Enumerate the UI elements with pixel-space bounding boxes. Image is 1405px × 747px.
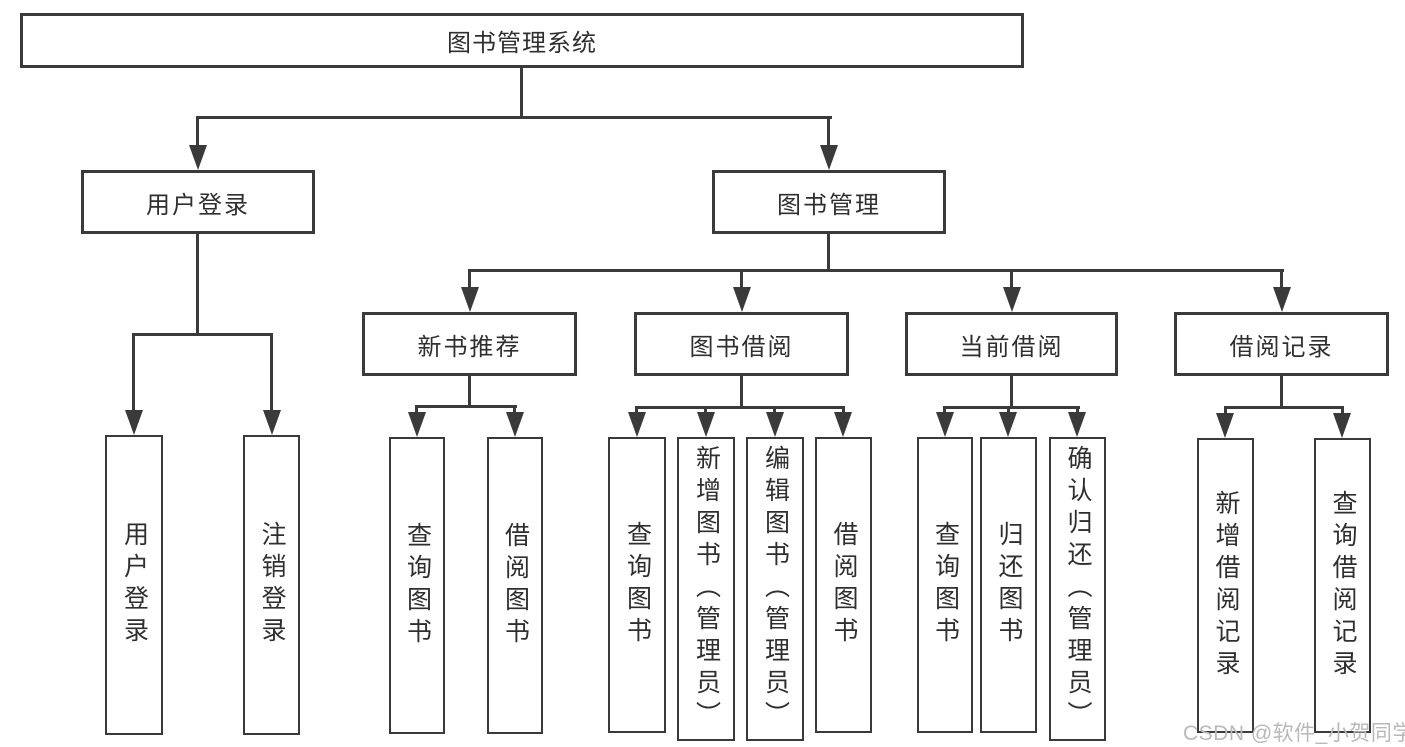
node-borrow-edit-books-admin: 编辑图书（管理员） — [746, 437, 804, 741]
connector-line — [1224, 406, 1227, 415]
connector-line — [827, 116, 830, 147]
node-records-query-record: 查询借阅记录 — [1314, 438, 1371, 733]
arrow-down-icon — [697, 412, 715, 437]
node-label: 用户登录 — [120, 521, 149, 649]
node-current-query-books: 查询图书 — [917, 437, 973, 733]
node-label: 确认归还（管理员） — [1064, 445, 1092, 733]
node-label: 归还图书 — [995, 521, 1023, 649]
node-records-add-record: 新增借阅记录 — [1197, 438, 1254, 733]
connector-line — [827, 234, 830, 272]
connector-line — [132, 333, 135, 412]
connector-line — [1007, 406, 1010, 414]
connector-line — [520, 68, 523, 119]
arrow-down-icon — [834, 412, 852, 437]
connector-line — [196, 116, 832, 119]
node-login-logout: 注销登录 — [243, 435, 300, 735]
connector-line — [1280, 376, 1283, 409]
node-label: 新书推荐 — [417, 333, 522, 361]
node-current-return-books: 归还图书 — [980, 437, 1037, 733]
connector-line — [270, 333, 273, 412]
node-label: 查询借阅记录 — [1329, 489, 1357, 682]
arrow-down-icon — [766, 412, 784, 437]
node-recommend-query-books: 查询图书 — [389, 437, 445, 734]
node-label: 当前借阅 — [959, 333, 1064, 361]
connector-line — [513, 405, 516, 414]
node-label: 注销登录 — [258, 521, 286, 649]
connector-line — [1280, 269, 1283, 289]
node-current-borrow: 当前借阅 — [905, 312, 1118, 376]
arrow-down-icon — [733, 287, 751, 312]
node-label: 新增图书（管理员） — [692, 445, 721, 733]
connector-line — [635, 406, 638, 414]
connector-line — [1010, 269, 1013, 289]
arrow-down-icon — [936, 412, 954, 437]
connector-line — [415, 405, 517, 408]
arrow-down-icon — [189, 145, 207, 170]
node-borrow-query-books: 查询图书 — [608, 437, 666, 733]
connector-line — [943, 406, 1080, 409]
node-label: 查询图书 — [623, 521, 652, 649]
node-label: 查询图书 — [931, 521, 960, 649]
node-new-book-recommend: 新书推荐 — [362, 312, 577, 376]
node-label: 用户登录 — [146, 191, 250, 219]
node-borrow-add-books-admin: 新增图书（管理员） — [677, 437, 735, 741]
node-borrow-borrow-books: 借阅图书 — [815, 437, 872, 733]
node-label: 图书管理 — [777, 191, 881, 219]
connector-line — [132, 333, 273, 336]
arrow-down-icon — [1068, 412, 1086, 437]
node-login-user-login: 用户登录 — [105, 435, 163, 735]
connector-line — [1224, 406, 1344, 409]
node-book-management: 图书管理 — [712, 170, 946, 234]
node-borrow-records: 借阅记录 — [1174, 312, 1389, 376]
node-library-system: 图书管理系统 — [20, 13, 1024, 68]
node-label: 借阅记录 — [1229, 333, 1334, 361]
node-label: 查询图书 — [403, 521, 432, 650]
connector-line — [468, 269, 1284, 272]
connector-line — [740, 269, 743, 289]
node-label: 图书借阅 — [689, 333, 794, 361]
connector-line — [1341, 406, 1344, 415]
arrow-down-icon — [820, 145, 838, 170]
arrow-down-icon — [461, 287, 479, 312]
connector-line — [740, 376, 743, 409]
node-current-confirm-return-admin: 确认归还（管理员） — [1049, 437, 1106, 741]
connector-line — [468, 269, 471, 289]
connector-line — [1010, 376, 1013, 409]
connector-line — [773, 406, 776, 414]
arrow-down-icon — [263, 410, 281, 435]
arrow-down-icon — [1333, 413, 1351, 438]
watermark: CSDN @软件_小贺同学 — [1183, 722, 1405, 745]
arrow-down-icon — [506, 412, 524, 437]
node-label: 新增借阅记录 — [1212, 489, 1240, 682]
node-label: 借阅图书 — [830, 521, 858, 649]
node-label: 编辑图书（管理员） — [761, 445, 790, 733]
connector-line — [635, 406, 845, 409]
connector-line — [415, 405, 418, 414]
arrow-down-icon — [408, 412, 426, 437]
node-label: 图书管理系统 — [447, 30, 597, 57]
connector-line — [842, 406, 845, 414]
arrow-down-icon — [628, 412, 646, 437]
arrow-down-icon — [1003, 287, 1021, 312]
node-recommend-borrow-books: 借阅图书 — [487, 437, 543, 734]
node-user-login: 用户登录 — [81, 170, 315, 234]
arrow-down-icon — [1273, 287, 1291, 312]
node-label: 借阅图书 — [501, 521, 530, 650]
arrow-down-icon — [1216, 413, 1234, 438]
connector-line — [1076, 406, 1079, 414]
connector-line — [196, 234, 199, 336]
connector-line — [468, 376, 471, 408]
node-book-borrow: 图书借阅 — [634, 312, 849, 376]
connector-line — [704, 406, 707, 414]
connector-line — [196, 116, 199, 147]
arrow-down-icon — [999, 412, 1017, 437]
connector-line — [943, 406, 946, 414]
arrow-down-icon — [125, 410, 143, 435]
